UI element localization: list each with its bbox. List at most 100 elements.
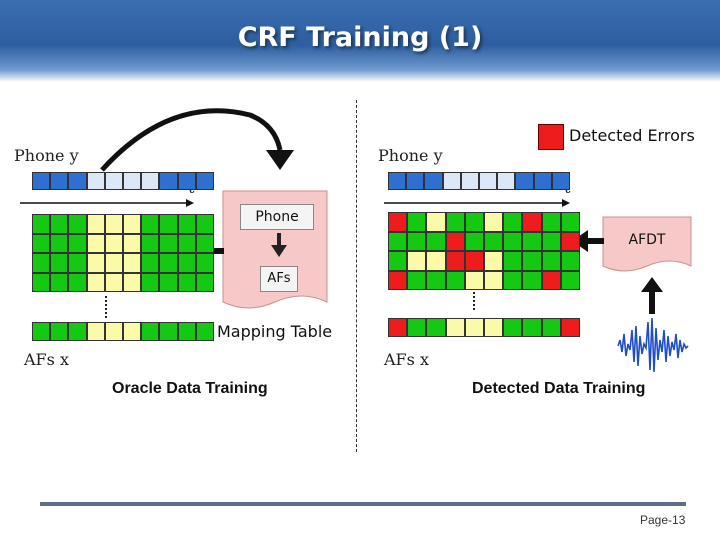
curved-arrow-icon <box>100 108 283 172</box>
left-af-row-cell <box>32 322 51 341</box>
left-phone-row-cell <box>159 172 178 190</box>
title-bar <box>0 0 720 82</box>
left-af-grid-cell <box>50 272 69 292</box>
right-phone-row-cell <box>533 172 552 190</box>
left-af-grid-cell <box>86 233 105 253</box>
right-af-grid-cell <box>522 231 542 251</box>
right-af-grid-cell <box>541 212 561 232</box>
right-af-grid-cell <box>426 251 446 271</box>
left-af-grid-cell <box>50 233 69 253</box>
left-af-grid-cell <box>141 233 160 253</box>
right-af-grid-cell <box>426 270 446 290</box>
right-phone-row-cell <box>515 172 534 190</box>
left-af-row-cell <box>177 322 196 341</box>
right-phone-row-cell <box>388 172 407 190</box>
mapping-afs-label: AFs <box>267 271 291 286</box>
legend-label: Detected Errors <box>569 126 695 145</box>
right-phone-row-cell <box>479 172 498 190</box>
left-af-grid-cell <box>50 214 69 234</box>
left-phone-row-cell <box>177 172 196 190</box>
left-af-grid-cell <box>104 233 123 253</box>
right-af-grid-cell <box>484 212 504 232</box>
left-af-row-cell <box>141 322 160 341</box>
legend-swatch-red <box>538 124 564 150</box>
right-af-grid-cell <box>407 251 427 271</box>
left-af-grid-cell <box>195 214 214 234</box>
left-phone-row-cell <box>123 172 142 190</box>
left-af-grid-cell <box>68 214 87 234</box>
mapping-table-label: Mapping Table <box>217 322 333 341</box>
right-af-grid-cell <box>388 251 408 271</box>
left-af-grid-cell <box>177 253 196 273</box>
right-af-grid-cell <box>503 251 523 271</box>
right-af-grid-cell <box>464 251 484 271</box>
left-af-row-cell <box>50 322 69 341</box>
left-af-grid-cell <box>159 253 178 273</box>
left-af-grid-cell <box>104 214 123 234</box>
left-af-grid-cell <box>177 214 196 234</box>
right-af-row-cell <box>426 318 446 337</box>
left-phone-row-cell <box>195 172 214 190</box>
left-af-grid-cell <box>104 272 123 292</box>
right-af-grid-cell <box>445 212 465 232</box>
left-af-grid-cell <box>32 253 51 273</box>
right-phone-row-cell <box>406 172 425 190</box>
right-af-grid-cell <box>388 212 408 232</box>
right-af-row-cell <box>464 318 484 337</box>
left-af-grid-cell <box>32 214 51 234</box>
left-af-grid-cell <box>195 233 214 253</box>
left-af-grid-cell <box>123 233 142 253</box>
left-af-grid-cell <box>86 272 105 292</box>
right-af-grid-cell <box>445 231 465 251</box>
afdt-label: AFDT <box>628 232 666 248</box>
left-phone-row-cell <box>68 172 87 190</box>
left-af-grid-cell <box>195 272 214 292</box>
mapping-afs-box: AFs <box>260 266 298 292</box>
right-af-grid-cell <box>484 231 504 251</box>
right-phone-label: Phone y <box>378 146 443 165</box>
left-af-grid-cell <box>86 253 105 273</box>
afdt-doc <box>602 216 692 272</box>
left-af-row-cell <box>86 322 105 341</box>
left-af-grid-cell <box>104 253 123 273</box>
left-af-grid-cell <box>177 272 196 292</box>
right-af-grid-cell <box>541 231 561 251</box>
right-af-grid-cell <box>426 231 446 251</box>
waveform-icon <box>617 317 689 373</box>
up-arrow-icon <box>641 277 663 292</box>
right-af-row-cell <box>560 318 580 337</box>
left-af-grid-cell <box>32 272 51 292</box>
left-af-grid-cell <box>32 233 51 253</box>
right-af-grid-cell <box>522 251 542 271</box>
left-caption: Oracle Data Training <box>112 380 268 397</box>
left-af-row-cell <box>123 322 142 341</box>
left-af-grid-cell <box>123 253 142 273</box>
right-af-grid-cell <box>560 231 580 251</box>
left-afs-label: AFs x <box>24 350 69 369</box>
right-af-grid-cell <box>407 270 427 290</box>
afdt-left-arrow-icon <box>572 230 588 252</box>
right-af-grid-cell <box>407 231 427 251</box>
right-af-grid-cell <box>560 212 580 232</box>
right-af-grid-cell <box>503 212 523 232</box>
mapping-phone-box: Phone <box>240 204 314 230</box>
right-af-grid-cell <box>522 270 542 290</box>
right-af-grid-cell <box>464 212 484 232</box>
page-number: Page-13 <box>640 513 686 527</box>
right-af-grid-cell <box>388 231 408 251</box>
left-af-grid-cell <box>123 272 142 292</box>
right-af-grid-cell <box>426 212 446 232</box>
left-af-grid-cell <box>195 253 214 273</box>
left-phone-label: Phone y <box>14 146 79 165</box>
right-phone-row-cell <box>551 172 570 190</box>
left-af-row-cell <box>68 322 87 341</box>
right-phone-row-cell <box>460 172 479 190</box>
right-af-grid-cell <box>541 251 561 271</box>
slide-title: CRF Training (1) <box>237 22 483 53</box>
left-phone-row-cell <box>86 172 105 190</box>
right-af-row-cell <box>388 318 408 337</box>
right-af-grid-cell <box>503 270 523 290</box>
left-af-grid-cell <box>86 214 105 234</box>
right-af-grid-cell <box>464 231 484 251</box>
